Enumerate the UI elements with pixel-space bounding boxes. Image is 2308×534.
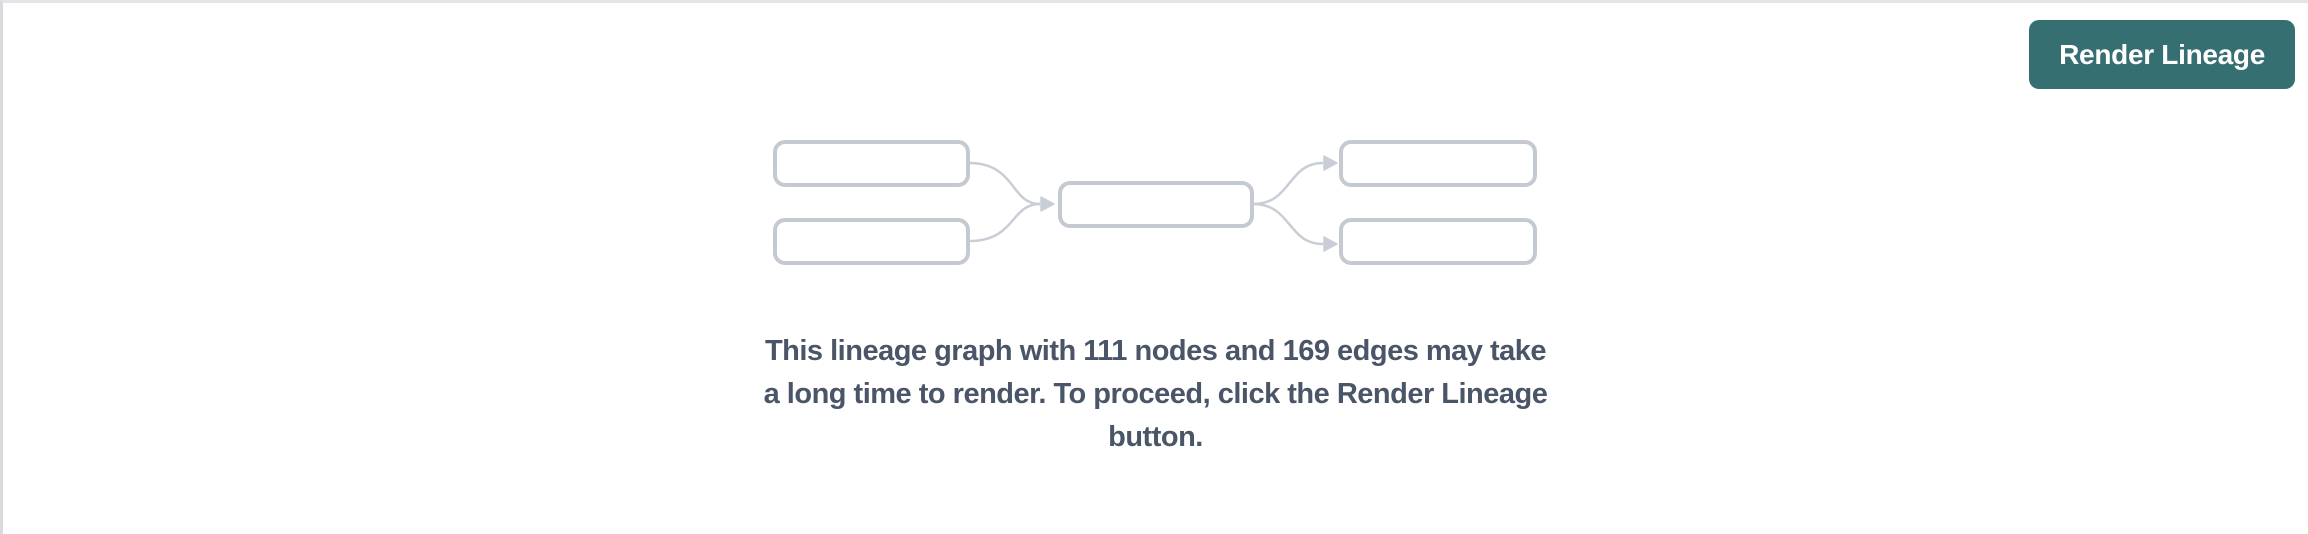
graph-node-box xyxy=(1338,140,1537,187)
render-warning-message: This lineage graph with 111 nodes and 16… xyxy=(764,330,1548,459)
graph-arrowheads xyxy=(1039,155,1338,252)
message-line: a long time to render. To proceed, click… xyxy=(763,378,1548,410)
graph-edges xyxy=(968,161,1323,246)
arrowhead-icon xyxy=(1039,196,1055,212)
graph-node-box xyxy=(772,218,970,265)
message-line: button. xyxy=(1108,421,1203,453)
render-lineage-button[interactable]: Render Lineage xyxy=(2029,20,2295,89)
graph-node-box xyxy=(772,140,970,187)
graph-node-box xyxy=(1057,181,1254,228)
arrowhead-icon xyxy=(1322,236,1338,252)
graph-edge xyxy=(968,202,1040,243)
message-line: This lineage graph with 111 nodes and 16… xyxy=(764,335,1547,367)
graph-node-box xyxy=(1338,218,1537,265)
graph-nodes xyxy=(772,140,1537,265)
graph-edge xyxy=(1252,202,1323,246)
arrowhead-icon xyxy=(1322,155,1338,171)
lineage-graph-illustration-icon xyxy=(772,140,1537,265)
graph-edge xyxy=(968,161,1040,206)
graph-edge xyxy=(1252,161,1323,206)
lineage-empty-state: This lineage graph with 111 nodes and 16… xyxy=(3,140,2308,459)
